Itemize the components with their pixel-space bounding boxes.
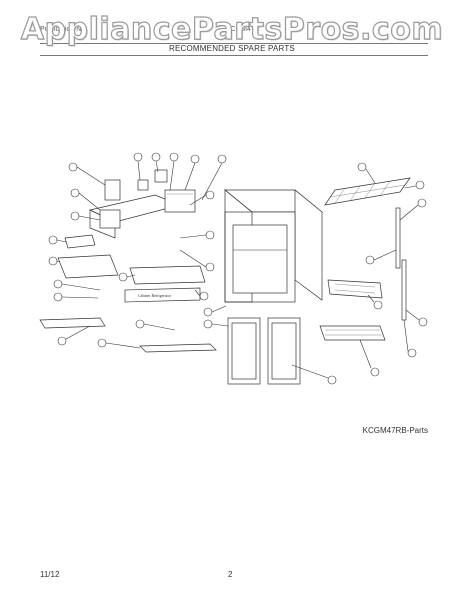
figure-id: KCGM47RB-Parts [362, 426, 428, 435]
callout-circles [48, 152, 428, 385]
door-left [227, 317, 261, 385]
door-right [267, 317, 301, 385]
drip-tray [319, 325, 386, 341]
publication-number: Publication No. [40, 26, 88, 33]
model-number: KCGM47R [226, 26, 260, 33]
title-rule-bottom [40, 55, 428, 56]
exploded-parts-diagram: Cabinet Refrigerator [39, 152, 428, 385]
panel-plate [57, 254, 119, 279]
page-title: RECOMMENDED SPARE PARTS [169, 44, 295, 53]
kick-plate [39, 317, 106, 329]
watermark: AppliancePartsPros.com [20, 11, 444, 47]
side-rail-left [395, 207, 401, 269]
wire-shelf [324, 177, 411, 206]
footer-date: 11/12 [40, 570, 60, 579]
side-rail-right [401, 259, 407, 321]
base-drawer: Cabinet Refrigerator [124, 265, 206, 303]
grille-panel [327, 279, 383, 299]
cabinet-label-text: Cabinet Refrigerator [138, 293, 172, 298]
title-rule-top [40, 43, 428, 44]
coil-grid [64, 234, 96, 249]
base-trim [139, 343, 217, 353]
refrigeration-assembly [88, 169, 196, 239]
page-number: 2 [228, 570, 233, 579]
cabinet-body [224, 189, 323, 303]
